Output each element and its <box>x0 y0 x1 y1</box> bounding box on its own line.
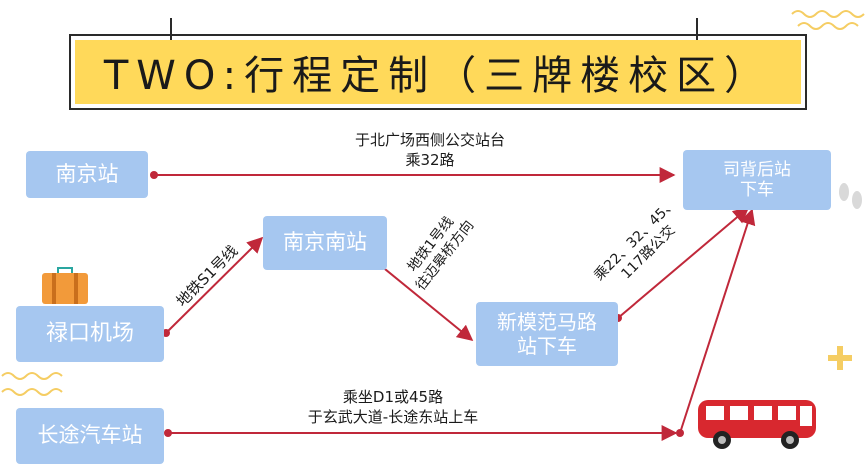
station-lukou-airport-label: 禄口机场 <box>45 320 134 346</box>
station-long-distance-bus: 长途汽车站 <box>16 408 164 464</box>
title-highlight <box>75 40 801 104</box>
route-start-dot <box>164 429 172 437</box>
route-start-dot <box>676 429 684 437</box>
route-xinmofan-to-destination <box>617 206 750 319</box>
route-airport-to-nanjing-south <box>165 236 264 334</box>
route-label-top-line2: 乘32路 <box>405 151 455 169</box>
route-label-bottom: 乘坐D1或45路 于玄武大道-长途东站上车 <box>268 387 518 427</box>
station-nanjing-south: 南京南站 <box>263 216 387 270</box>
title-tick-left <box>170 18 172 44</box>
route-label-bottom-line1: 乘坐D1或45路 <box>342 388 444 406</box>
route-label-bottom-line2: 于玄武大道-长途东站上车 <box>307 408 479 426</box>
route-label-top-line1: 于北广场西侧公交站台 <box>354 131 505 149</box>
route-start-dot <box>150 171 158 179</box>
route-start-dot <box>162 329 170 337</box>
wavy-line-decoration-left <box>1 372 63 396</box>
plus-decoration <box>828 346 852 370</box>
title-tick-right <box>696 18 698 44</box>
station-destination-label-line2: 下车 <box>740 180 774 200</box>
page-title: TWO:行程定制（三牌楼校区） <box>103 53 773 99</box>
route-bus-to-destination <box>679 208 756 434</box>
station-nanjing: 南京站 <box>26 151 148 198</box>
route-nanjing-south-to-xinmofan <box>379 264 474 342</box>
wavy-line-decoration-top-right <box>791 10 865 30</box>
station-nanjing-south-label: 南京南站 <box>283 230 367 255</box>
station-long-distance-label: 长途汽车站 <box>37 423 143 448</box>
route-label-top: 于北广场西侧公交站台 乘32路 <box>320 130 540 170</box>
station-xinmofan: 新模范马路 站下车 <box>476 302 618 366</box>
station-xinmofan-label-line1: 新模范马路 <box>497 310 597 334</box>
station-destination-label-line1: 司背后站 <box>723 159 791 180</box>
station-xinmofan-label-line2: 站下车 <box>517 334 577 358</box>
suitcase-icon <box>42 267 88 304</box>
footprints-icon <box>839 183 862 209</box>
station-destination: 司背后站 下车 <box>683 150 831 210</box>
title-frame <box>69 34 807 110</box>
station-nanjing-label: 南京站 <box>55 161 119 186</box>
bus-icon <box>698 400 816 449</box>
station-lukou-airport: 禄口机场 <box>16 306 164 362</box>
